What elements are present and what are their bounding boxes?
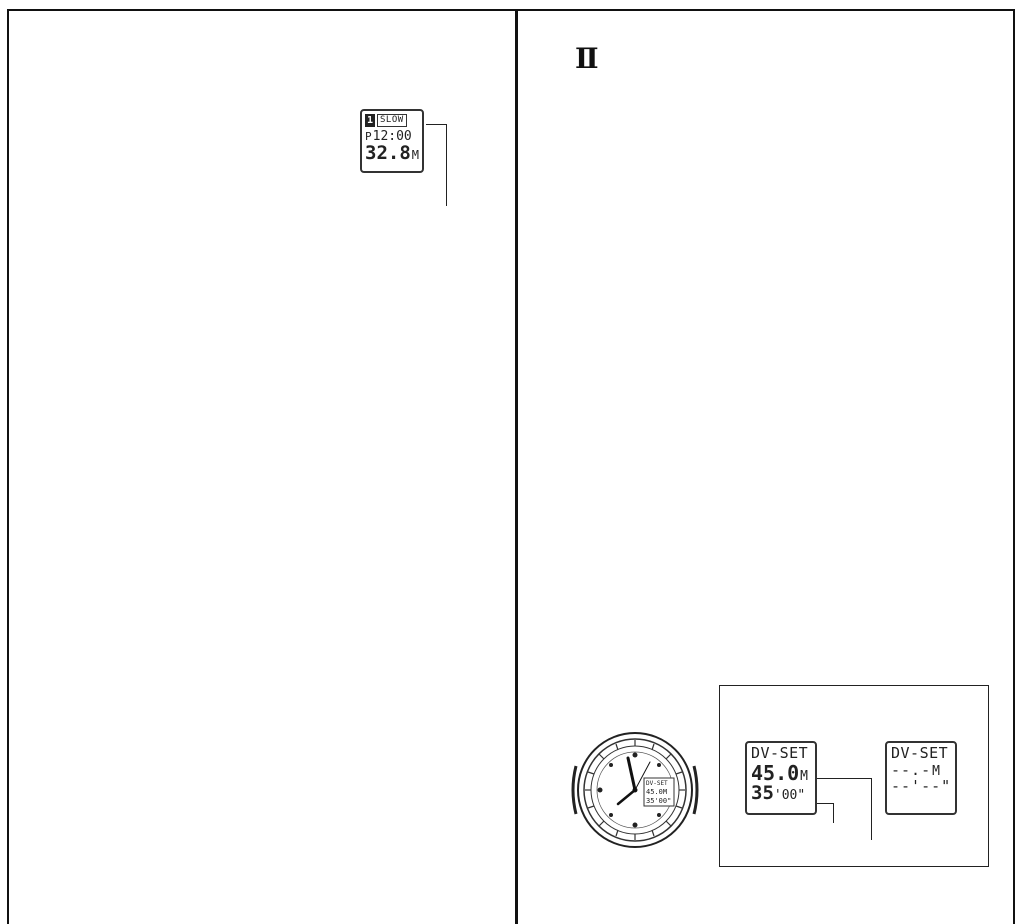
watch-illustration: DV-SET 45.0M 35'00" [566, 732, 716, 848]
lcd-title: DV-SET [751, 746, 812, 761]
alarm-seconds: '00" [774, 789, 805, 802]
callout-line-time [817, 803, 834, 804]
callout-line [426, 124, 447, 125]
alarm-minutes: 35 [751, 784, 774, 803]
lcd-status-row: 1 SLOW [365, 114, 419, 127]
callout-line-time [833, 803, 834, 823]
lcd-time-row: 35 '00" [751, 784, 812, 803]
lcd-depth-row: 45.0 M [751, 763, 812, 783]
ascent-rate-warning: SLOW [377, 114, 407, 127]
blank-time: --'--" [891, 779, 951, 794]
current-depth: 32.8 [365, 144, 411, 163]
depth-unit: M [412, 149, 419, 161]
lcd-display-dv-set-blank: DV-SET --.- M --'--" [885, 741, 957, 815]
watch-lcd-time: 35'00" [646, 797, 671, 805]
watch-lcd-title: DV-SET [646, 780, 668, 787]
lcd-time-row: --'--" [891, 779, 952, 794]
page-divider [515, 9, 518, 924]
alarm-depth: 45.0 [751, 763, 799, 783]
lcd-depth-row: 32.8 M [365, 144, 419, 163]
lcd-depth-row: --.- M [891, 763, 952, 778]
blank-depth: --.- [891, 763, 931, 778]
watch-lcd-depth: 45.0M [646, 788, 667, 796]
depth-unit: M [800, 770, 808, 783]
section-numeral: Ⅱ [575, 42, 600, 75]
lcd-display-slow: 1 SLOW P 12:00 32.8 M [360, 109, 424, 173]
lcd-title: DV-SET [891, 746, 952, 761]
ampm-indicator: P [365, 131, 372, 142]
callout-line [446, 124, 447, 206]
watch-center-pin [633, 788, 638, 793]
lcd-display-dv-set: DV-SET 45.0 M 35 '00" [745, 741, 817, 815]
callout-line-depth [817, 778, 872, 779]
warning-number-badge: 1 [365, 114, 375, 127]
callout-line-depth [871, 778, 872, 840]
